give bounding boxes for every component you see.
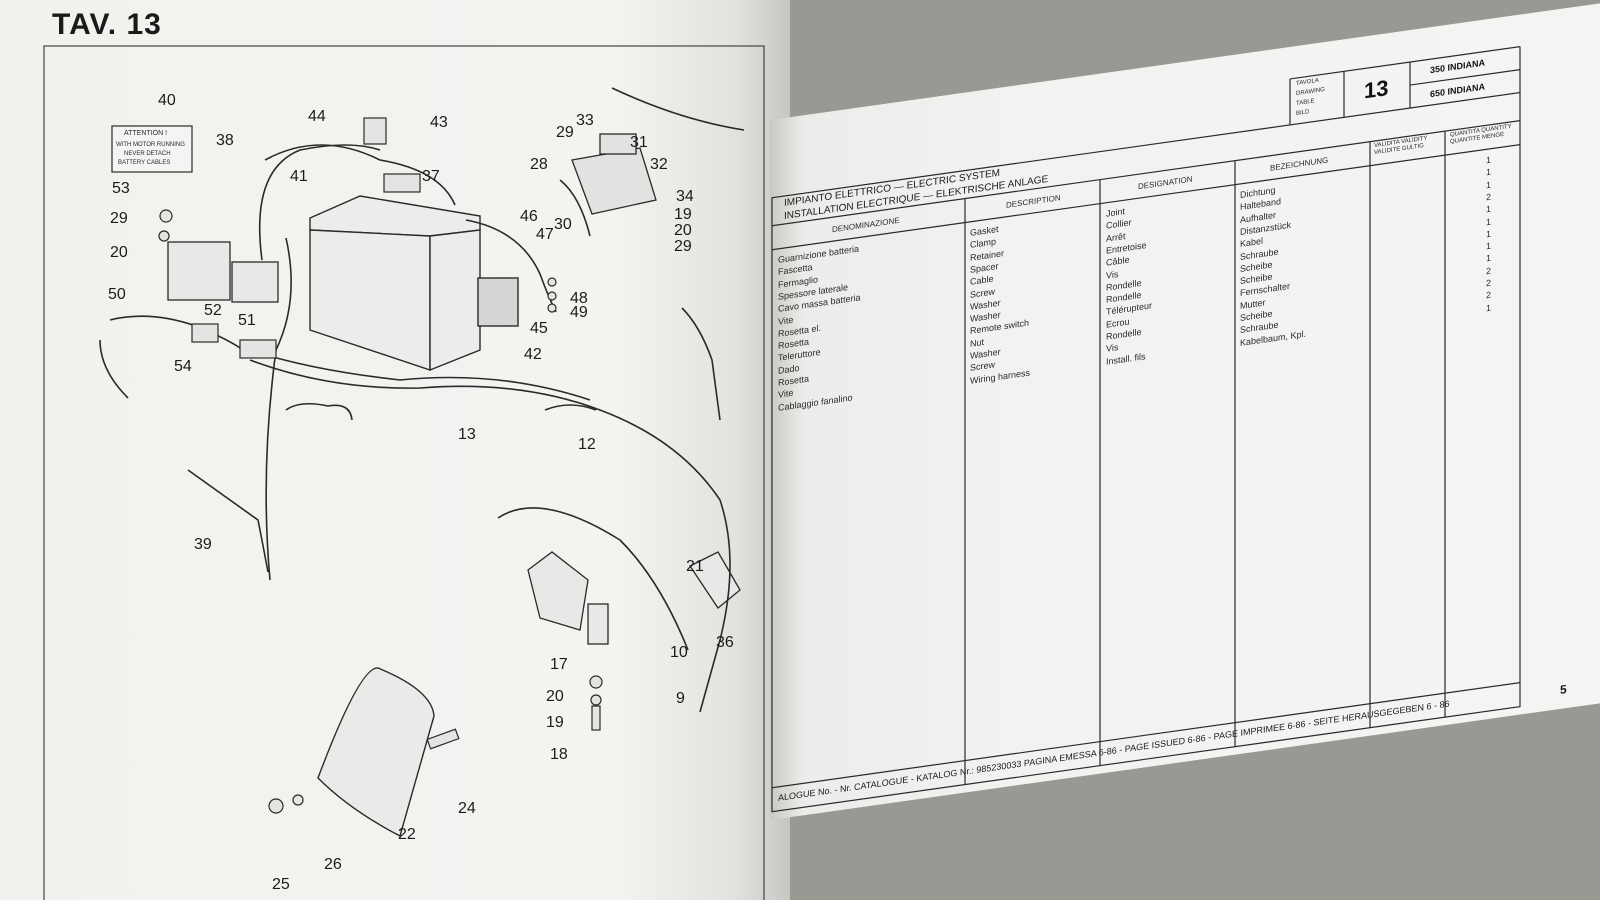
callout: 49 xyxy=(570,304,588,321)
callout: 20 xyxy=(110,244,128,261)
callout: 37 xyxy=(422,168,440,185)
callout: 43 xyxy=(430,114,448,131)
callout: 26 xyxy=(324,856,342,873)
right-page-parts-list: IMPIANTO ELETTRICO — ELECTRIC SYSTEM INS… xyxy=(770,3,1600,820)
callout: 29 xyxy=(674,238,692,255)
wiring-harness-lines xyxy=(99,87,745,713)
hardware-drawings xyxy=(158,117,603,814)
table-cell-qty: 2 xyxy=(1486,277,1492,289)
callout: 20 xyxy=(546,688,564,705)
callout: 19 xyxy=(546,714,564,731)
table-cell-qty: 1 xyxy=(1486,154,1492,166)
callout: 30 xyxy=(554,216,572,233)
callout: 18 xyxy=(550,746,568,763)
parts-table-grid xyxy=(771,45,1521,813)
callout: 51 xyxy=(238,312,256,329)
callout: 47 xyxy=(536,226,554,243)
callout: 48 xyxy=(570,290,588,307)
table-cell-qty: 2 xyxy=(1486,191,1492,203)
callout: 28 xyxy=(530,156,548,173)
table-cell-qty: 1 xyxy=(1486,240,1492,252)
callout: 33 xyxy=(576,112,594,129)
table-cell-qty: 2 xyxy=(1486,265,1492,277)
placard-line: BATTERY CABLES xyxy=(118,160,171,166)
callout: 13 xyxy=(458,426,476,443)
callout: 17 xyxy=(550,656,568,673)
battery-drawing xyxy=(309,195,519,372)
callout: 12 xyxy=(578,436,596,453)
table-cell-qty: 1 xyxy=(1486,179,1492,190)
callout: 42 xyxy=(524,346,542,363)
relay-drawing xyxy=(167,241,279,303)
table-cell-qty: 2 xyxy=(1486,289,1492,301)
callout: 20 xyxy=(674,222,692,239)
placard-line: WITH MOTOR RUNNING xyxy=(116,142,185,148)
table-cell-fr: Vis xyxy=(1106,342,1119,355)
placard-title: ATTENTION ! xyxy=(124,130,168,137)
callout: 40 xyxy=(158,92,176,109)
table-cell-qty: 1 xyxy=(1486,302,1492,313)
callout: 36 xyxy=(716,634,734,651)
callout: 22 xyxy=(398,826,416,843)
callout: 38 xyxy=(216,132,234,149)
table-cell-qty: 1 xyxy=(1486,228,1492,240)
coil-drawing xyxy=(527,551,741,645)
callout: 34 xyxy=(676,188,694,205)
callout: 44 xyxy=(308,108,326,125)
drawing-number: 13 xyxy=(1364,75,1389,104)
callout: 31 xyxy=(630,134,648,151)
callout: 46 xyxy=(520,208,538,225)
mounting-plate-drawing xyxy=(317,667,435,838)
table-cell-qty: 1 xyxy=(1486,203,1492,215)
callout: 24 xyxy=(458,800,476,817)
callout: 19 xyxy=(674,206,692,223)
exploded-wiring-diagram xyxy=(43,45,765,900)
callout: 10 xyxy=(670,644,688,661)
table-cell-qty: 1 xyxy=(1486,216,1492,227)
table-cell-qty: 1 xyxy=(1486,166,1492,178)
callout: 21 xyxy=(686,558,704,575)
sheet-title: TAV. 13 xyxy=(52,8,162,41)
page-number: 5 xyxy=(1560,682,1567,697)
table-cell-fr: Vis xyxy=(1106,268,1119,281)
callout: 25 xyxy=(272,876,290,893)
callout: 50 xyxy=(108,286,126,303)
placard-line: NEVER DETACH xyxy=(124,151,171,157)
callout: 41 xyxy=(290,168,308,185)
table-cell-qty: 1 xyxy=(1486,253,1492,264)
callout: 54 xyxy=(174,358,192,375)
table-cell-en: Nut xyxy=(970,336,985,349)
attention-placard xyxy=(111,125,193,173)
callout: 32 xyxy=(650,156,668,173)
callout: 29 xyxy=(556,124,574,141)
callout: 29 xyxy=(110,210,128,227)
callout: 52 xyxy=(204,302,222,319)
callout: 53 xyxy=(112,180,130,197)
callout: 45 xyxy=(530,320,548,337)
callout: 39 xyxy=(194,536,212,553)
fuse-box-drawing xyxy=(571,133,657,215)
callout: 9 xyxy=(676,690,685,707)
